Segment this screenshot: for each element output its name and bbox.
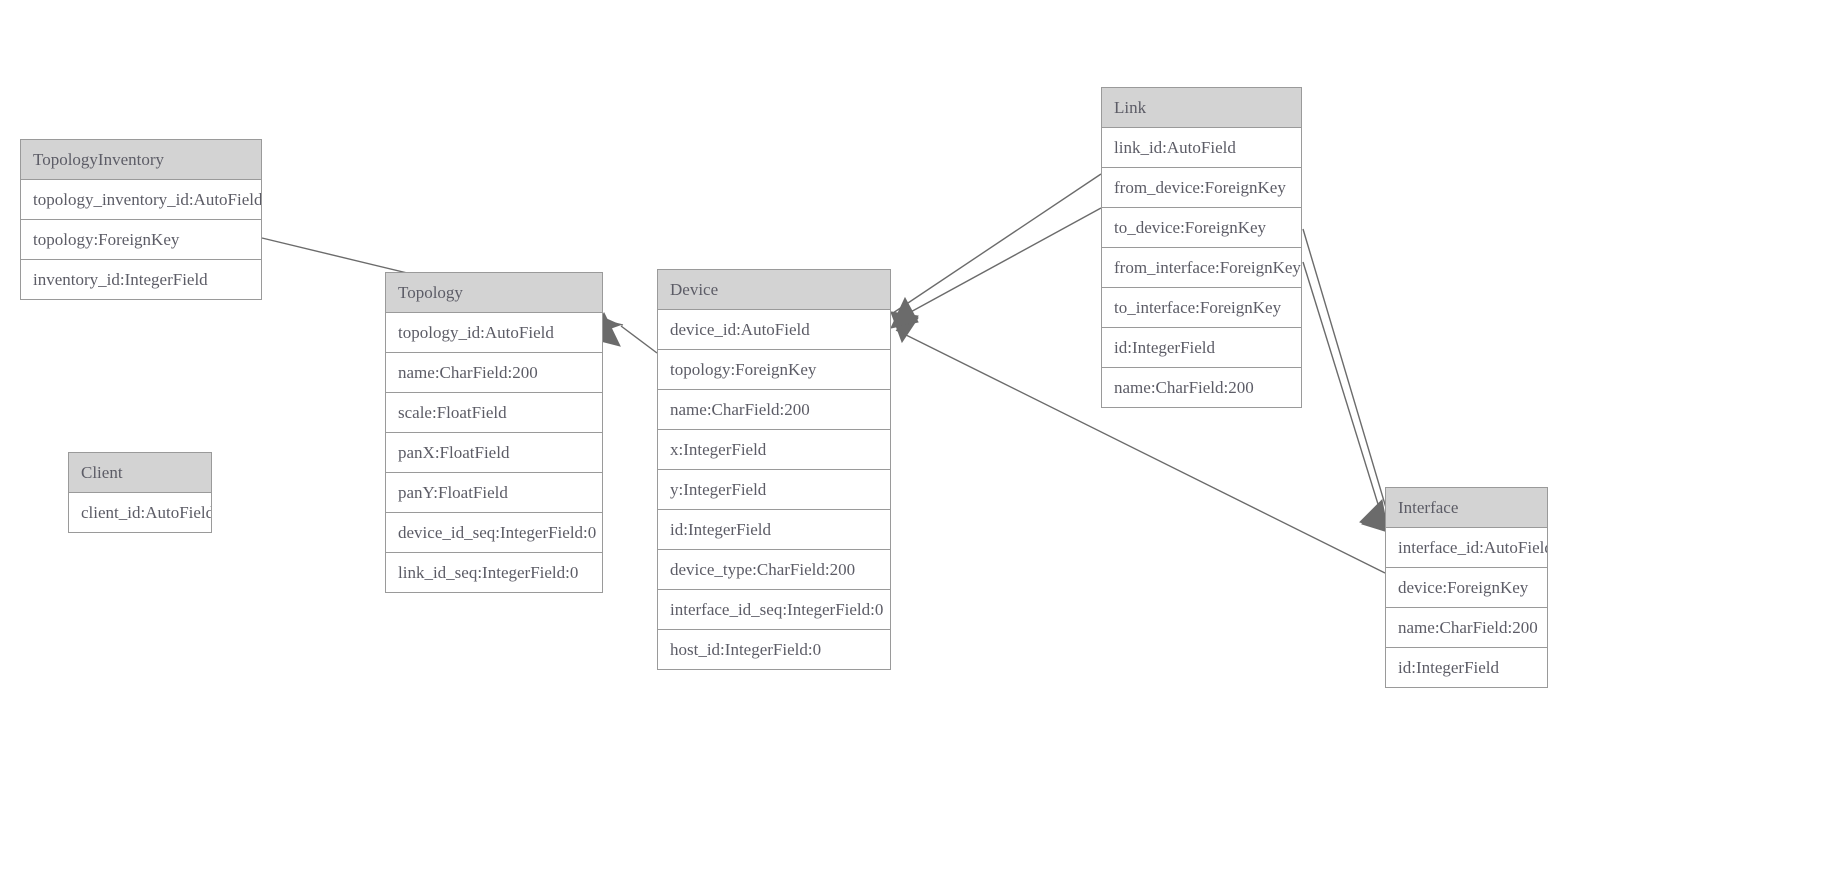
entity-field-row[interactable]: device_type:CharField:200	[658, 550, 890, 590]
entity-field-row[interactable]: panY:FloatField	[386, 473, 602, 513]
entity-field-row[interactable]: device_id:AutoField	[658, 310, 890, 350]
entity-field-row[interactable]: name:CharField:200	[1102, 368, 1301, 407]
arrowhead-icon	[890, 311, 919, 344]
entity-field-row[interactable]: topology:ForeignKey	[21, 220, 261, 260]
arrowhead-icon	[1359, 498, 1389, 533]
entity-field-row[interactable]: topology:ForeignKey	[658, 350, 890, 390]
entity-field-row[interactable]: interface_id_seq:IntegerField:0	[658, 590, 890, 630]
entity-field-row[interactable]: device_id_seq:IntegerField:0	[386, 513, 602, 553]
entity-field-row[interactable]: link_id:AutoField	[1102, 128, 1301, 168]
entity-field-row[interactable]: topology_inventory_id:AutoField	[21, 180, 261, 220]
entity-field-row[interactable]: name:CharField:200	[386, 353, 602, 393]
entity-field-row[interactable]: name:CharField:200	[1386, 608, 1547, 648]
entity-title-interface: Interface	[1386, 488, 1547, 528]
arrowhead-icon	[890, 296, 919, 329]
entity-field-row[interactable]: from_device:ForeignKey	[1102, 168, 1301, 208]
relationship-link-to-interface	[1302, 261, 1389, 533]
entity-title-topology: Topology	[386, 273, 602, 313]
arrowhead-icon	[890, 311, 919, 342]
entity-field-row[interactable]: device:ForeignKey	[1386, 568, 1547, 608]
entity-field-row[interactable]: from_interface:ForeignKey	[1102, 248, 1301, 288]
entity-field-row[interactable]: link_id_seq:IntegerField:0	[386, 553, 602, 592]
entity-field-row[interactable]: panX:FloatField	[386, 433, 602, 473]
relationship-line	[892, 173, 1102, 314]
entity-field-row[interactable]: client_id:AutoField	[69, 493, 211, 532]
entity-title-link: Link	[1102, 88, 1301, 128]
entity-field-row[interactable]: to_interface:ForeignKey	[1102, 288, 1301, 328]
entity-field-row[interactable]: x:IntegerField	[658, 430, 890, 470]
entity-field-row[interactable]: y:IntegerField	[658, 470, 890, 510]
entity-title-topologyinventory: TopologyInventory	[21, 140, 261, 180]
relationship-link-from-interface	[1302, 228, 1393, 533]
entity-field-row[interactable]: host_id:IntegerField:0	[658, 630, 890, 669]
relationship-line	[895, 207, 1102, 321]
entity-field-row[interactable]: id:IntegerField	[658, 510, 890, 550]
relationship-link-to-device	[890, 207, 1102, 344]
relationship-line	[620, 325, 658, 354]
entity-field-row[interactable]: id:IntegerField	[1386, 648, 1547, 687]
relationship-line	[1302, 228, 1393, 529]
entity-field-row[interactable]: name:CharField:200	[658, 390, 890, 430]
entity-title-device: Device	[658, 270, 890, 310]
entity-field-row[interactable]: inventory_id:IntegerField	[21, 260, 261, 299]
entity-field-row[interactable]: scale:FloatField	[386, 393, 602, 433]
entity-field-row[interactable]: id:IntegerField	[1102, 328, 1301, 368]
relationship-link-from-device	[890, 173, 1102, 342]
entity-title-client: Client	[69, 453, 211, 493]
relationship-line	[1302, 261, 1387, 531]
entity-field-row[interactable]: interface_id:AutoField	[1386, 528, 1547, 568]
entity-field-row[interactable]: to_device:ForeignKey	[1102, 208, 1301, 248]
entity-field-row[interactable]: topology_id:AutoField	[386, 313, 602, 353]
